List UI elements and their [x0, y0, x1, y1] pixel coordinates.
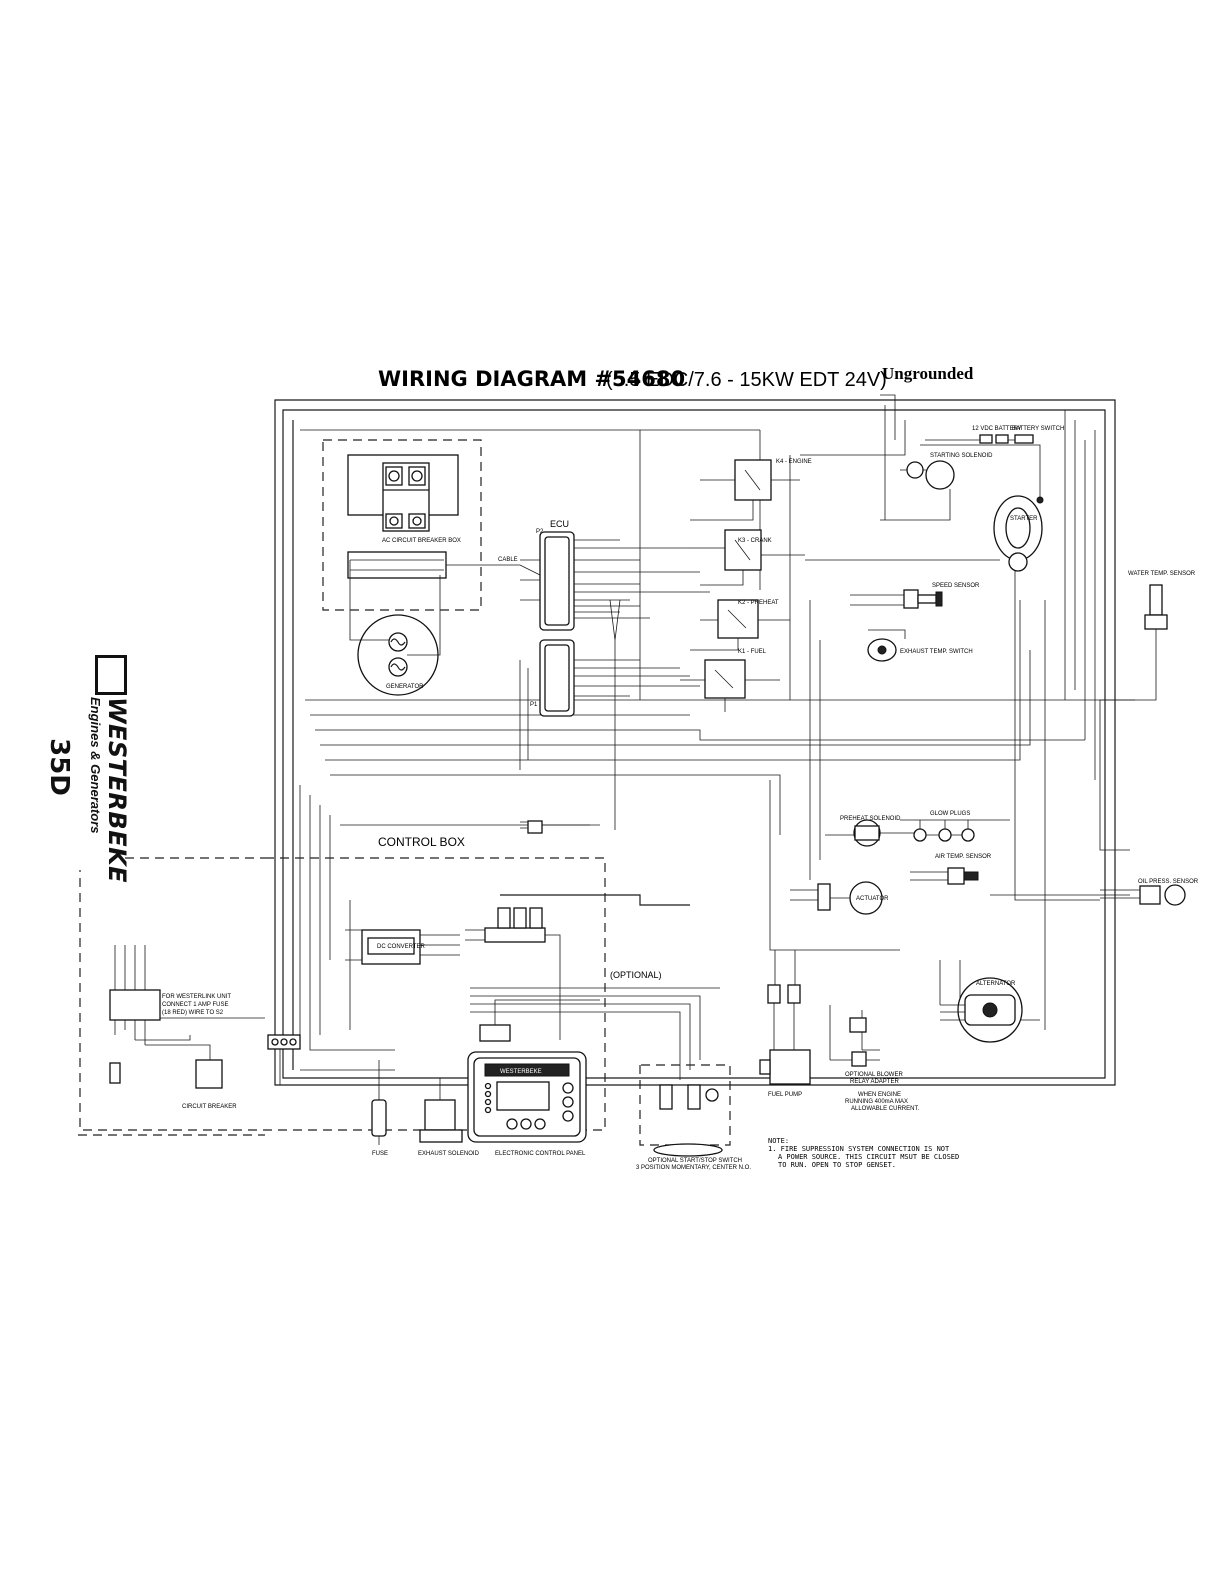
exhaust-temp-switch: EXHAUST TEMP. SWITCH [867, 629, 973, 662]
generator: GENERATOR [349, 560, 441, 696]
relay-k1: K1 - FUEL [680, 649, 780, 712]
oil-press-sensor: OIL PRESS. SENSOR [1100, 879, 1199, 906]
fuel-pump-label: FUEL PUMP [768, 1092, 802, 1098]
starter-label: STARTER [1010, 516, 1038, 522]
glow-plugs-label: GLOW PLUGS [930, 811, 970, 817]
connector-assembly [465, 894, 690, 1040]
preheat-solenoid: PREHEAT SOLENOID [825, 816, 901, 847]
exhaust-solenoid: EXHAUST SOLENOID [418, 1078, 480, 1157]
ac-breaker-box-group: AC CIRCUIT BREAKER BOX CABLE [322, 439, 541, 611]
brand-block: WESTERBEKE Engines & Generators [70, 650, 140, 890]
actuator-relay: ACTUATOR [790, 881, 889, 915]
fuel-pump: FUEL PUMP [759, 950, 811, 1098]
exhaust-temp-label: EXHAUST TEMP. SWITCH [900, 649, 973, 655]
electronic-control-panel: WESTERBEKE ELECTRONIC CONTROL PANEL [467, 999, 600, 1157]
blower-label-1: OPTIONAL BLOWER [845, 1072, 903, 1078]
note-line-1: 1. FIRE SUPRESSION SYSTEM CONNECTION IS … [768, 1145, 950, 1153]
panel-brand: WESTERBEKE [500, 1069, 542, 1075]
ecu-label: ECU [550, 519, 569, 529]
westerlink-note-1: FOR WESTERLINK UNIT [162, 994, 231, 1000]
diagram-title: WIRING DIAGRAM #54680 [378, 367, 685, 391]
p2-label: P2 [536, 529, 544, 535]
relay-k3: K3 - CRANK [690, 529, 805, 586]
starting-solenoid: STARTING SOLENOID [880, 453, 993, 521]
note-line-2: A POWER SOURCE. THIS CIRCUIT MSUT BE CLO… [778, 1153, 959, 1161]
circuit-breaker-label: CIRCUIT BREAKER [182, 1104, 237, 1110]
k2-label: K2 - PREHEAT [738, 600, 779, 606]
westerbeke-logo-icon [95, 655, 127, 695]
battery-group: 12 VDC BATTERY BATTERY SWITCH [920, 426, 1064, 500]
control-box-enclosure: CONTROL BOX [79, 820, 606, 1131]
control-box-label: CONTROL BOX [378, 835, 465, 849]
starter-motor: STARTER [993, 495, 1044, 572]
fuse: FUSE [371, 1060, 388, 1157]
speed-sensor: SPEED SENSOR [850, 583, 980, 609]
blower-note-2: RUNNING 400mA MAX [845, 1099, 908, 1105]
generator-label: GENERATOR [386, 684, 424, 690]
speed-sensor-label: SPEED SENSOR [932, 583, 980, 589]
air-temp-label: AIR TEMP. SENSOR [935, 854, 992, 860]
alternator-label: ALTERNATOR [976, 981, 1016, 987]
preheat-label: PREHEAT SOLENOID [840, 816, 901, 822]
panel-label: ELECTRONIC CONTROL PANEL [495, 1151, 586, 1157]
cable-label: CABLE [498, 557, 518, 563]
blower-label-2: RELAY ADAPTER [850, 1079, 899, 1085]
k4-label: K4 - ENGINE [776, 459, 812, 465]
diagram-note-ungrounded: Ungrounded [882, 364, 974, 383]
dc-converter-label: DC CONVERTER [377, 944, 426, 950]
terminal-block [267, 1034, 430, 1085]
diagram-model: (5.5 EDC/7.6 - 15KW EDT 24V) [606, 369, 887, 391]
k1-label: K1 - FUEL [738, 649, 767, 655]
exhaust-solenoid-label: EXHAUST SOLENOID [418, 1151, 480, 1157]
starting-solenoid-label: STARTING SOLENOID [930, 453, 993, 459]
ac-breaker-label: AC CIRCUIT BREAKER BOX [382, 538, 461, 544]
water-temp-sensor: WATER TEMP. SENSOR [1100, 571, 1196, 701]
brand-tagline: Engines & Generators [88, 697, 103, 834]
ecu-connector-p1: P1 [519, 599, 700, 830]
note-heading: NOTE: [768, 1137, 789, 1145]
note-line-3: TO RUN. OPEN TO STOP GENSET. [778, 1161, 896, 1169]
blower-relay-adapter: OPTIONAL BLOWER RELAY ADAPTER WHEN ENGIN… [829, 1005, 919, 1112]
actuator-small-label: ACTUATOR [856, 896, 889, 902]
p1-label: P1 [530, 702, 538, 708]
fire-suppression-note: NOTE: 1. FIRE SUPRESSION SYSTEM CONNECTI… [768, 1137, 959, 1169]
ecu-connector-p2: ECU P2 [520, 519, 710, 631]
westerlink-note-3: (18 RED) WIRE TO S2 [162, 1010, 224, 1016]
glow-plugs: GLOW PLUGS [900, 811, 975, 842]
optional-switch-2: 3 POSITION MOMENTARY, CENTER N.O. [636, 1165, 751, 1171]
blower-note-1: WHEN ENGINE [858, 1092, 901, 1098]
fuse-label: FUSE [372, 1151, 388, 1157]
westerlink-note-2: CONNECT 1 AMP FUSE [162, 1002, 228, 1008]
oil-press-label: OIL PRESS. SENSOR [1138, 879, 1199, 885]
water-temp-label: WATER TEMP. SENSOR [1128, 571, 1196, 577]
k3-label: K3 - CRANK [738, 538, 772, 544]
brand-name: WESTERBEKE [103, 697, 131, 884]
optional-label: (OPTIONAL) [610, 970, 662, 980]
page-code: 35D [43, 738, 74, 796]
relay-k2: K2 - PREHEAT [690, 599, 790, 651]
brand-rotated: WESTERBEKE Engines & Generators [71, 651, 141, 891]
relay-k4: K4 - ENGINE [690, 459, 812, 521]
air-temp-sensor: AIR TEMP. SENSOR [910, 854, 992, 885]
alternator: ALTERNATOR [940, 977, 1023, 1043]
dc-converter: DC CONVERTER [345, 900, 460, 1030]
optional-start-stop: (OPTIONAL) OPTIONAL START/STOP SWITCH 3 … [470, 970, 751, 1171]
optional-switch-1: OPTIONAL START/STOP SWITCH [648, 1158, 742, 1164]
westerlink-area: FOR WESTERLINK UNIT CONNECT 1 AMP FUSE (… [78, 945, 265, 1136]
blower-note-3: ALLOWABLE CURRENT. [851, 1106, 919, 1112]
battery-switch-label: BATTERY SWITCH [1012, 426, 1064, 432]
battery-label: 12 VDC BATTERY [972, 426, 1022, 432]
